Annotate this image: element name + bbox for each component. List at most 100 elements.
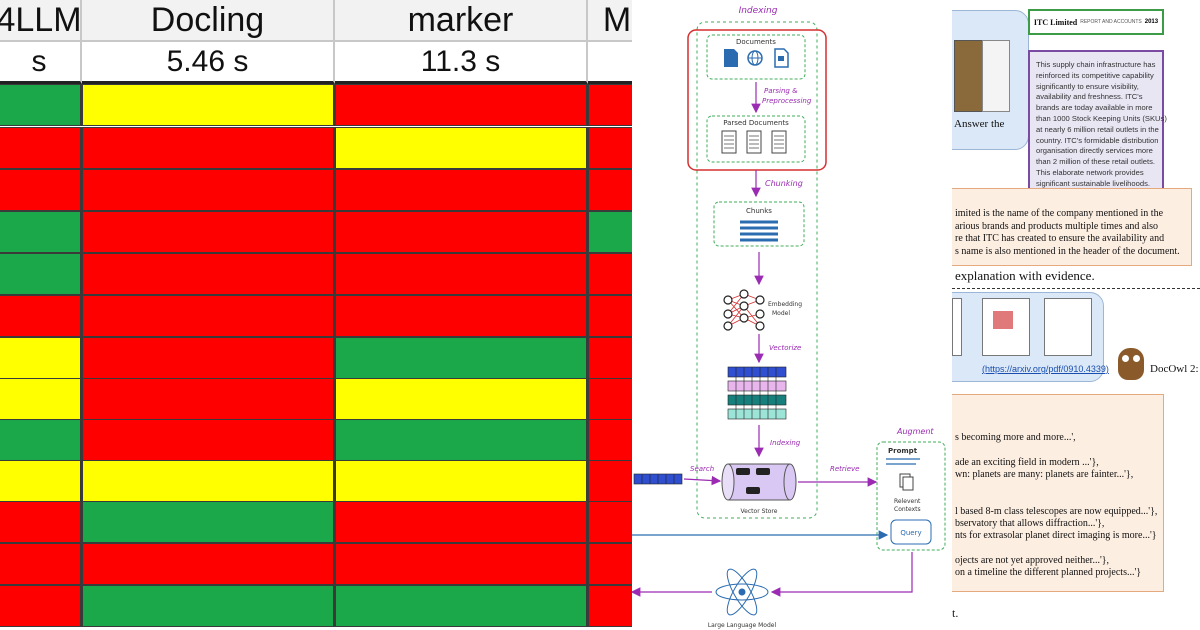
column-header: marker [335, 0, 588, 42]
table-cell [335, 127, 588, 169]
table-cell [588, 501, 632, 543]
table-cell [82, 211, 335, 253]
search-vector-icon [633, 473, 683, 485]
text-line: than 1000 Stock Keeping Units (SKUs) [1036, 114, 1167, 123]
output-box [952, 394, 1164, 592]
text-line: availability and freshness. ITC's [1036, 92, 1143, 102]
augment-label: Augment [896, 427, 934, 436]
relevant-label: Relevent [894, 498, 921, 505]
chunks-label: Chunks [746, 207, 772, 215]
table-cell [82, 84, 335, 126]
llm-atom-icon [715, 568, 769, 616]
query-label: Query [900, 529, 921, 537]
docowl-label: DocOwl 2: [1150, 363, 1199, 375]
table-cell [0, 585, 82, 627]
paper-page-1 [952, 298, 962, 356]
table-cell [588, 253, 632, 295]
table-cell [82, 585, 335, 627]
documents-group-box [687, 29, 827, 171]
table-cell [335, 295, 588, 337]
table-cell [0, 211, 82, 253]
table-cell [588, 211, 632, 253]
explanation-text: explanation with evidence. [955, 268, 1095, 283]
text-line: organisation directly services more [1036, 146, 1153, 156]
chunking-label: Chunking [765, 179, 803, 188]
indexing-label: Indexing [770, 439, 801, 447]
owl-icon [1118, 348, 1144, 380]
table-cell [0, 378, 82, 420]
documents-box [706, 34, 806, 80]
file-icon [774, 48, 789, 68]
column-header: Docling [82, 0, 335, 42]
itc-header: ITC Limited REPORT AND ACCOUNTS 2013 [1028, 9, 1164, 35]
table-cell [0, 337, 82, 379]
parsing-label: Parsing & [764, 87, 798, 95]
text-line: on a timeline the different planned proj… [955, 567, 1142, 579]
text-line: significantly to ensure visibility, [1036, 81, 1139, 91]
contexts-label: Contexts [894, 506, 921, 513]
arxiv-link[interactable]: (https://arxiv.org/pdf/0910.4339) [982, 364, 1109, 374]
column-header: M [588, 0, 632, 42]
text-line: This elaborate network provides [1036, 168, 1144, 177]
embedding-label: Embedding [768, 301, 802, 308]
divider [952, 288, 1200, 289]
prompt-label: Prompt [888, 447, 918, 455]
table-cell [335, 501, 588, 543]
document-icon [724, 49, 738, 67]
table-cell [82, 295, 335, 337]
table-cell [335, 169, 588, 211]
text-line: nts for extrasolar planet direct imaging… [955, 530, 1157, 542]
table-cell [82, 378, 335, 420]
indexing-outline [696, 21, 818, 519]
text-line: ade an exciting field in modern ...'}, [955, 456, 1099, 468]
text-line: wn: planets are many: planets are fainte… [955, 468, 1134, 480]
text-line: than 2 million of these retail outlets. [1036, 157, 1156, 167]
text-line: at nearly 6 million retail outlets in th… [1036, 124, 1159, 134]
text-line: This supply chain infrastructure has [1036, 60, 1156, 69]
table-cell [82, 460, 335, 502]
time-cell [588, 42, 632, 84]
contexts-icon [899, 473, 914, 491]
table-cell [0, 460, 82, 502]
table-cell [588, 419, 632, 461]
table-cell [588, 84, 632, 126]
text-line: bservatory that allows diffraction...'}, [955, 518, 1105, 530]
globe-icon [747, 50, 763, 66]
indexing-title: Indexing [739, 6, 778, 16]
augment-box [876, 441, 946, 551]
time-cell: 5.46 s [82, 42, 335, 84]
table-cell [335, 378, 588, 420]
answer-box [952, 188, 1192, 266]
footer-text: t. [952, 606, 959, 620]
table-cell [82, 419, 335, 461]
table-cell [335, 337, 588, 379]
parsed-documents-label: Parsed Documents [723, 119, 789, 127]
preprocessing-label: Preprocessing [762, 97, 812, 105]
table-cell [335, 84, 588, 126]
vectors-icon [727, 366, 787, 420]
time-cell: 11.3 s [335, 42, 588, 84]
text-line: l based 8-m class telescopes are now equ… [955, 505, 1158, 517]
table-cell [335, 585, 588, 627]
table-cell [0, 419, 82, 461]
table-cell [588, 337, 632, 379]
table-cell [82, 253, 335, 295]
parsed-page-icon [721, 130, 787, 154]
table-cell [0, 295, 82, 337]
parsed-documents-box [706, 115, 806, 163]
table-cell [588, 460, 632, 502]
text-line: s name is also mentioned in the header o… [955, 245, 1180, 257]
itc-header-title: ITC Limited [1033, 17, 1078, 27]
table-cell [82, 501, 335, 543]
rag-diagram-svg: Indexing Documents Parsing & Preprocessi… [632, 6, 946, 629]
table-cell [0, 169, 82, 211]
answer-the-text: Answer the [954, 118, 1005, 130]
table-cell [588, 585, 632, 627]
documents-label: Documents [736, 38, 776, 46]
table-cell [82, 169, 335, 211]
docowl-figure: Answer the ITC Limited REPORT AND ACCOUN… [952, 0, 1200, 630]
text-line: significant sustainable livelihoods. [1036, 178, 1150, 188]
table-cell [0, 84, 82, 126]
